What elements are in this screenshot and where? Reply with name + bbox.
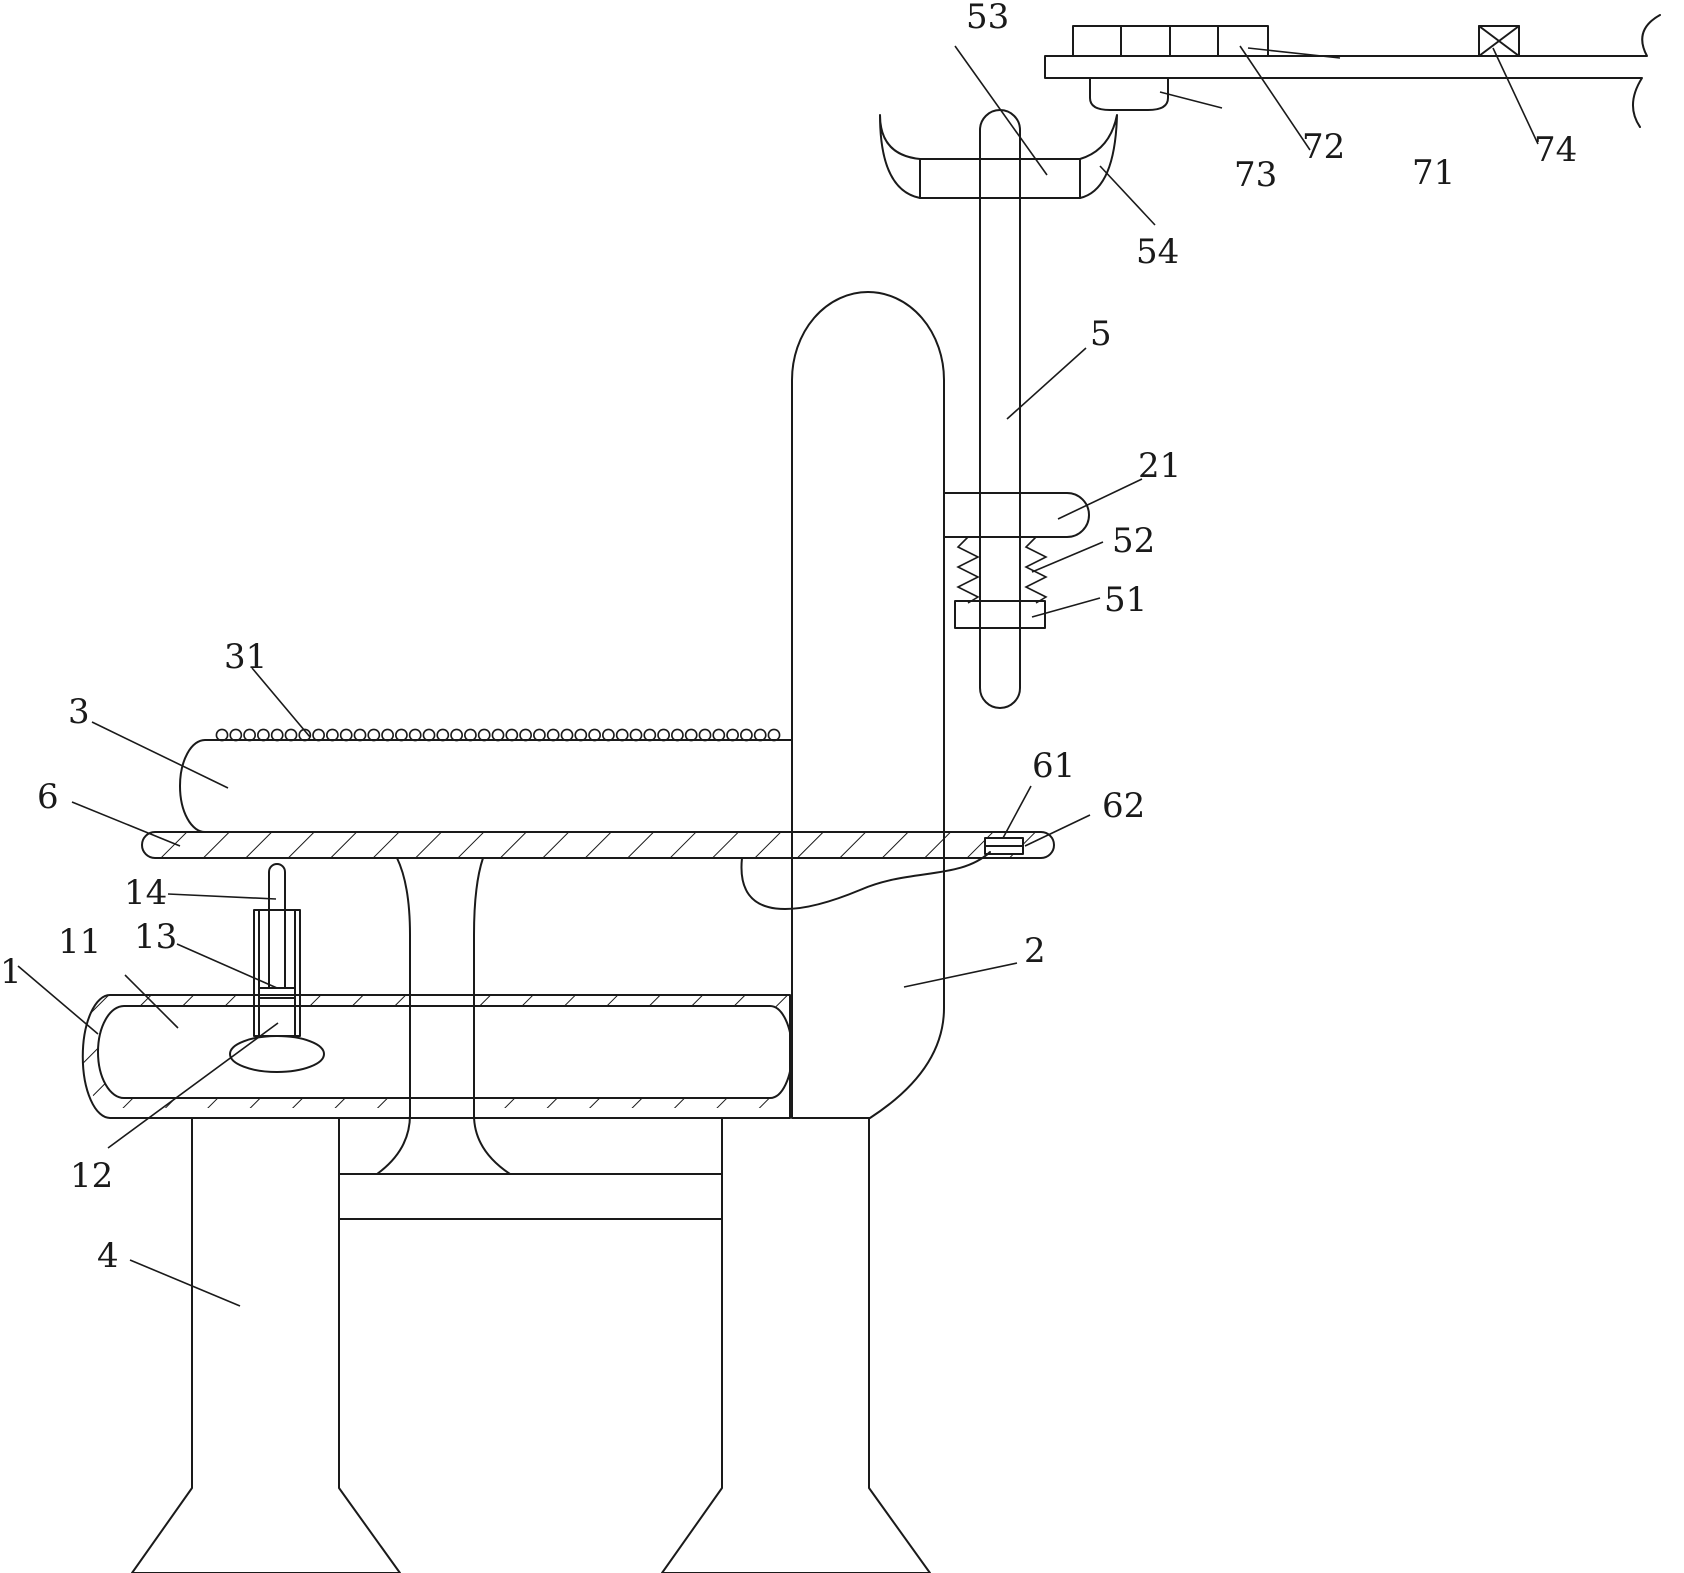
massage-bead (506, 729, 517, 740)
label-74: 74 (1534, 130, 1577, 170)
seat-plate (142, 832, 1054, 909)
massage-bead (548, 729, 559, 740)
massage-bead (216, 729, 227, 740)
massage-bead (382, 729, 393, 740)
massage-bead (768, 729, 779, 740)
massage-bead (327, 729, 338, 740)
massage-bead (285, 729, 296, 740)
massage-bead (423, 729, 434, 740)
massage-bead (630, 729, 641, 740)
massage-bead (437, 729, 448, 740)
massage-bead (534, 729, 545, 740)
adjustable-rod (944, 110, 1089, 708)
label-3: 3 (68, 692, 90, 732)
label-73: 73 (1234, 155, 1277, 195)
massage-bead (561, 729, 572, 740)
massage-bead (727, 729, 738, 740)
massage-bead (368, 729, 379, 740)
massage-bead (354, 729, 365, 740)
label-5: 5 (1090, 314, 1112, 354)
massage-bead (492, 729, 503, 740)
massage-bead (272, 729, 283, 740)
label-62: 62 (1102, 786, 1145, 826)
label-52: 52 (1112, 521, 1155, 561)
massage-bead (713, 729, 724, 740)
right-leg (662, 1118, 930, 1573)
label-61: 61 (1032, 746, 1075, 786)
massage-bead (258, 729, 269, 740)
massage-bead (244, 729, 255, 740)
headrest (880, 115, 1117, 198)
legs (132, 1118, 930, 1573)
massage-bead (451, 729, 462, 740)
label-13: 13 (134, 917, 177, 957)
cushion (180, 729, 792, 832)
piston-rod (269, 864, 285, 988)
label-11: 11 (58, 922, 101, 962)
massage-bead (741, 729, 752, 740)
block-51 (955, 601, 1045, 628)
massage-bead (520, 729, 531, 740)
label-54: 54 (1136, 232, 1179, 272)
massage-bead (396, 729, 407, 740)
label-1: 1 (0, 952, 22, 992)
label-14: 14 (124, 873, 167, 913)
massage-bead (644, 729, 655, 740)
spring-left (958, 537, 978, 603)
massage-bead (575, 729, 586, 740)
massage-bead (479, 729, 490, 740)
label-4: 4 (97, 1236, 119, 1276)
label-6: 6 (37, 777, 59, 817)
massage-bead (589, 729, 600, 740)
label-51: 51 (1104, 580, 1147, 620)
label-12: 12 (70, 1156, 113, 1196)
joint-73 (1090, 78, 1168, 110)
massage-bead (465, 729, 476, 740)
massage-bead (313, 729, 324, 740)
label-31: 31 (224, 637, 267, 677)
label-71: 71 (1412, 153, 1455, 193)
massage-bead (410, 729, 421, 740)
backrest (792, 292, 944, 1118)
massage-bead (699, 729, 710, 740)
label-72: 72 (1302, 127, 1345, 167)
massage-bead (341, 729, 352, 740)
massage-bead (686, 729, 697, 740)
top-arm (1045, 15, 1660, 127)
cable (741, 852, 990, 909)
massage-bead (672, 729, 683, 740)
left-leg (132, 1118, 400, 1573)
massage-bead (755, 729, 766, 740)
water-tank (60, 980, 820, 1130)
massage-bead (230, 729, 241, 740)
massage-bead (658, 729, 669, 740)
massage-bead (617, 729, 628, 740)
massage-beads (216, 729, 779, 740)
massage-bead (603, 729, 614, 740)
label-53: 53 (966, 0, 1009, 37)
label-2: 2 (1024, 931, 1046, 971)
label-21: 21 (1138, 446, 1181, 486)
